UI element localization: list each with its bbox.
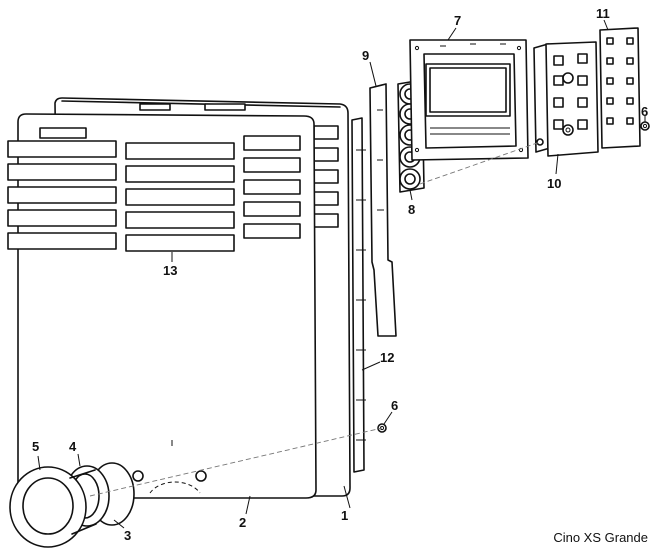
callout-1: 1 [341,508,348,523]
part-12-side-rail [351,117,366,473]
callout-8: 8 [408,202,415,217]
part-11-rear-plate [599,27,641,149]
callout-7: 7 [454,13,461,28]
callout-6-lower: 6 [391,398,398,413]
callout-3: 3 [124,528,131,543]
callout-11: 11 [596,6,610,21]
part-13-louvres [7,135,301,252]
callout-2: 2 [239,515,246,530]
part-5-outlet-ring [9,466,97,548]
part-9-sensor-strip [369,83,397,337]
assembly-guide-lines [89,141,541,497]
callout-13: 13 [163,263,177,278]
callout-4: 4 [69,439,77,454]
callout-9: 9 [362,48,369,63]
callout-12: 12 [380,350,394,365]
callout-10: 10 [547,176,561,191]
callout-5: 5 [32,439,39,454]
part-10-control-board [533,41,599,157]
leader-lines [37,19,646,529]
part-7-display-frame [409,39,529,161]
part-6-screw-upper [640,121,650,131]
diagram-caption: Cino XS Grande [553,530,648,545]
callout-6-upper: 6 [641,104,648,119]
part-2-front-panel [7,113,317,499]
